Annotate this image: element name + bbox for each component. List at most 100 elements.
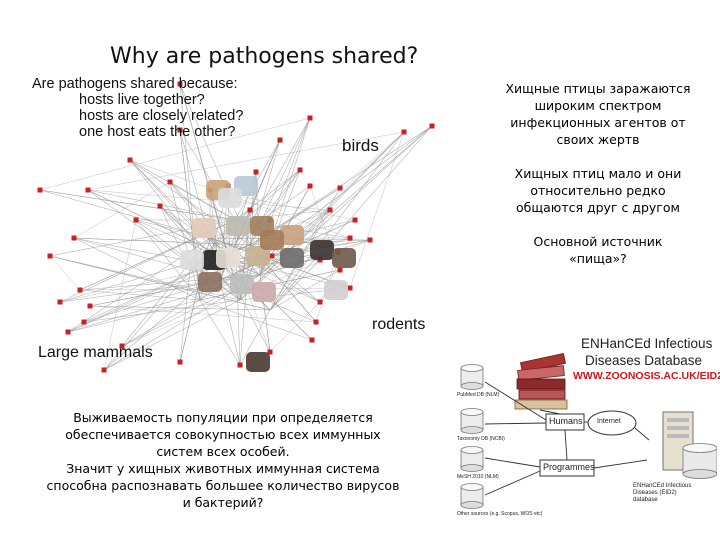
source-label-other: Other sources (e.g. Scopus, WOS etc): [457, 511, 543, 517]
network-edge: [103, 299, 241, 371]
network-node: [177, 359, 183, 365]
network-edge: [49, 255, 81, 291]
network-node: [37, 187, 43, 193]
network-node: [307, 115, 313, 121]
network-node: [297, 167, 303, 173]
bottom-line: способна распознавать большее количество…: [46, 478, 400, 493]
network-edge: [135, 219, 201, 301]
right-line: «пища»?: [569, 251, 627, 266]
network-edge: [73, 237, 201, 301]
network-edge: [349, 131, 405, 289]
animal-thumbnail: [246, 246, 270, 266]
animal-thumbnail: [192, 218, 216, 238]
right-line: своих жертв: [556, 132, 640, 147]
network-edge: [103, 219, 137, 371]
animal-thumbnail: [216, 248, 240, 268]
network-node: [347, 235, 353, 241]
network-node: [133, 217, 139, 223]
source-db-icon-2: [460, 408, 484, 434]
internet-cloud: [587, 410, 637, 436]
right-line: общаются друг с другом: [516, 200, 680, 215]
source-label-mesh: MeSH 2010 (NLM): [457, 474, 499, 480]
eid2-database-cylinder-icon: [682, 443, 717, 479]
network-edge: [269, 259, 321, 311]
network-edge: [39, 117, 311, 191]
db-title-line-2: Diseases Database: [585, 353, 703, 368]
animal-thumbnail: [260, 230, 284, 250]
network-node: [157, 203, 163, 209]
network-node: [127, 157, 133, 163]
network-node: [327, 207, 333, 213]
network-node: [77, 287, 83, 293]
network-edge: [83, 279, 221, 323]
network-node: [309, 337, 315, 343]
slide-title: Why are pathogens shared?: [110, 44, 419, 69]
right-explanation-text: Хищные птицы заражаются широким спектром…: [478, 80, 718, 284]
network-node: [401, 129, 407, 135]
source-label-pubmed: PubMed DB (NLM): [457, 392, 500, 398]
network-edge: [83, 299, 241, 323]
animal-thumbnail: [252, 282, 276, 302]
right-line: инфекционных агентов от: [510, 115, 686, 130]
network-edge: [79, 274, 261, 291]
network-question-intro: Are pathogens shared because:: [32, 76, 238, 92]
network-edge: [73, 237, 251, 246]
network-edge: [239, 125, 433, 301]
db-caption-line-2: Diseases (EID2): [633, 490, 677, 496]
network-node: [57, 299, 63, 305]
network-node: [313, 319, 319, 325]
network-edge: [73, 181, 171, 239]
network-edge: [89, 305, 271, 311]
network-edge: [239, 131, 405, 301]
network-node: [352, 217, 358, 223]
network-question-live-together: hosts live together?: [79, 92, 205, 108]
network-edge: [199, 299, 313, 341]
network-edge: [49, 255, 241, 301]
network-node: [367, 237, 373, 243]
network-edge: [87, 131, 405, 191]
bottom-line: обеспечивается совокупностью всех иммунн…: [65, 427, 381, 442]
network-edge: [179, 269, 191, 363]
pathogen-network-graph: Are pathogens shared because: hosts live…: [20, 70, 440, 390]
network-node: [119, 343, 125, 349]
network-edge: [103, 219, 236, 371]
network-edge: [239, 309, 271, 366]
animal-thumbnail: [246, 352, 270, 372]
animal-thumbnail: [180, 250, 204, 270]
network-node: [177, 127, 183, 133]
flow-arrows: [484, 381, 650, 496]
group-label-rodents: rodents: [372, 316, 426, 333]
db-caption-line-1: ENHanCEd Infectious: [633, 483, 692, 489]
network-node: [307, 183, 313, 189]
network-node: [65, 329, 71, 335]
programmes-label: Programmes: [543, 462, 595, 472]
animal-images: [180, 176, 356, 372]
bottom-explanation-text: Выживаемость популяции при определяется …: [18, 409, 428, 511]
network-edge: [269, 301, 321, 353]
animal-thumbnail: [218, 188, 242, 208]
source-db-icon-1: [460, 364, 484, 390]
db-title-line-1: ENHanCEd Infectious: [581, 336, 713, 351]
right-line: Хищных птиц мало и они: [514, 166, 682, 181]
right-line: Хищные птицы заражаются: [505, 81, 691, 96]
source-db-icon-4: [460, 483, 484, 509]
source-db-icon-3: [460, 446, 484, 472]
source-label-taxonomy: Taxonomy DB (NCBI): [457, 436, 505, 442]
network-node: [167, 179, 173, 185]
network-node: [87, 303, 93, 309]
network-edge: [59, 237, 351, 303]
bottom-line: Значит у хищных животных иммунная систем…: [66, 461, 380, 476]
network-edge: [73, 237, 191, 271]
network-edge: [129, 159, 236, 221]
bottom-line: Выживаемость популяции при определяется: [73, 410, 373, 425]
animal-thumbnail: [226, 216, 250, 236]
network-node: [177, 81, 183, 87]
network-node: [337, 267, 343, 273]
network-edge: [249, 139, 281, 211]
group-label-large-mammals: Large mammals: [38, 344, 153, 361]
internet-label: Internet: [597, 418, 621, 425]
network-node: [267, 349, 273, 355]
eid2-database-diagram: ENHanCEd Infectious Diseases Database WW…: [455, 330, 720, 525]
right-line: широким спектром: [534, 98, 662, 113]
network-edge: [129, 159, 231, 261]
